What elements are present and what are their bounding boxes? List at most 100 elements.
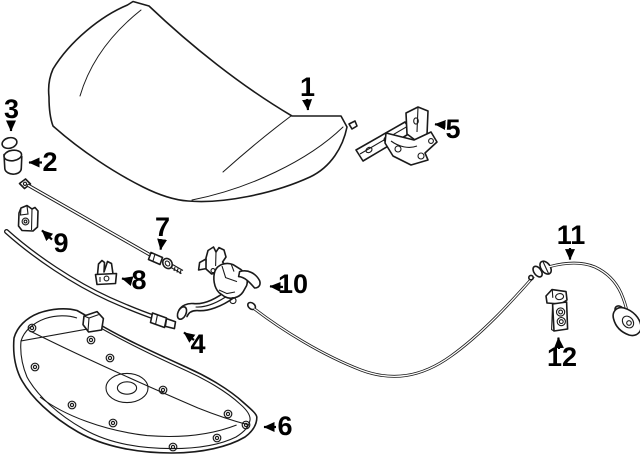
callout-4: 4 bbox=[183, 329, 206, 359]
hinge-hook bbox=[348, 120, 358, 130]
support-rod-tip bbox=[164, 317, 177, 330]
retainer-bolt-hole bbox=[164, 260, 171, 267]
pad-vent-ring-outer bbox=[105, 372, 149, 404]
callout-12-arrow bbox=[553, 337, 564, 350]
callout-11-label: 11 bbox=[557, 220, 586, 250]
cable-line-left-highlight bbox=[253, 275, 535, 377]
callout-4-label: 4 bbox=[190, 329, 205, 359]
rod-end-cylinder bbox=[147, 251, 164, 266]
hinge-base-hole-1 bbox=[394, 145, 402, 153]
callout-2: 2 bbox=[28, 147, 58, 177]
callout-5: 5 bbox=[434, 114, 461, 144]
rod-shaft-highlight bbox=[27, 184, 153, 257]
bumper-body bbox=[3, 153, 23, 175]
cable-clip-side bbox=[551, 303, 555, 332]
pad-notch-edge bbox=[83, 314, 99, 332]
callout-3: 3 bbox=[4, 94, 19, 132]
callout-8-arrow bbox=[121, 276, 134, 287]
callout-12-label: 12 bbox=[547, 342, 577, 372]
cable-handle-inner bbox=[621, 315, 635, 329]
cable-ferrule-line bbox=[542, 261, 550, 274]
callout-9-arrow bbox=[41, 229, 54, 242]
callout-12: 12 bbox=[547, 337, 577, 372]
rod-clip-edge bbox=[30, 208, 33, 231]
release-cable bbox=[247, 260, 640, 378]
rod-end-cylinder-line bbox=[152, 253, 156, 262]
latch-arm-lower bbox=[186, 296, 235, 318]
cable-clip-hole-2-center bbox=[558, 319, 564, 325]
insulator-pad bbox=[12, 307, 258, 454]
cable-clip-hole-1 bbox=[555, 307, 566, 317]
pad-inner-outline bbox=[20, 315, 251, 450]
callout-10-label: 10 bbox=[278, 269, 308, 299]
rod-clamp bbox=[94, 259, 118, 286]
cable-clip-head-edge bbox=[551, 289, 554, 298]
callout-2-label: 2 bbox=[42, 147, 57, 177]
support-rod-barrel bbox=[149, 312, 168, 329]
rod-clip-hole-center bbox=[23, 219, 28, 224]
rod-top-fitting-hole bbox=[22, 181, 28, 186]
callout-3-label: 3 bbox=[4, 94, 19, 124]
callout-10-arrow bbox=[269, 281, 284, 292]
bumper-grommet bbox=[1, 136, 18, 150]
hood-outline bbox=[47, 0, 348, 203]
callout-7-arrow bbox=[157, 238, 168, 251]
cable-clip bbox=[545, 288, 569, 332]
hood-hinge bbox=[348, 106, 438, 166]
hood-bumper bbox=[3, 149, 23, 175]
pad-grommets bbox=[27, 323, 251, 452]
hood-crease-rear bbox=[222, 115, 292, 173]
cable-line-right-highlight bbox=[548, 262, 628, 312]
hinge-base-hole-2 bbox=[417, 152, 425, 160]
callout-6-label: 6 bbox=[277, 411, 292, 441]
pad-vent-ring-inner bbox=[116, 381, 138, 395]
hood-rod-assembly bbox=[18, 178, 184, 275]
pad-fold-line bbox=[29, 330, 248, 426]
hood-crease-diagonal bbox=[191, 126, 344, 201]
cable-handle-hole bbox=[626, 320, 632, 326]
rod-clip-hole bbox=[21, 217, 30, 226]
support-rod bbox=[4, 229, 177, 330]
callout-8: 8 bbox=[121, 265, 147, 295]
callout-4-arrow bbox=[183, 331, 196, 343]
latch-pivot bbox=[229, 297, 237, 305]
support-rod-highlight bbox=[5, 230, 157, 319]
cable-ferrule-tip bbox=[527, 274, 534, 281]
rod-top-fitting bbox=[18, 178, 32, 190]
callout-10: 10 bbox=[269, 269, 308, 299]
callout-5-arrow bbox=[434, 120, 446, 131]
hinge-strap-hole-1 bbox=[365, 146, 373, 154]
pad-lower-contour bbox=[39, 396, 237, 438]
latch-arm-end bbox=[176, 305, 188, 321]
callout-9-label: 9 bbox=[53, 228, 68, 258]
hood-crease-left bbox=[79, 9, 142, 97]
retainer-bolt-shaft bbox=[170, 264, 184, 275]
callout-7-label: 7 bbox=[155, 212, 170, 242]
callout-5-label: 5 bbox=[445, 114, 460, 144]
cable-clip-eye bbox=[555, 293, 565, 301]
callouts: 1 2 3 4 5 6 7 8 bbox=[4, 72, 585, 441]
support-rod-barrel-line bbox=[154, 314, 159, 325]
pad-notch-block bbox=[82, 310, 105, 333]
callout-7: 7 bbox=[155, 212, 170, 251]
hinge-base-line bbox=[390, 140, 418, 148]
callout-1: 1 bbox=[300, 72, 315, 111]
latch-lever bbox=[237, 270, 261, 289]
cable-clip-hole-1-center bbox=[558, 309, 564, 315]
rod-clip bbox=[17, 204, 39, 232]
latch-bracket-flange bbox=[197, 258, 207, 271]
retainer-bolt-head bbox=[161, 257, 174, 270]
bumper-top bbox=[3, 149, 23, 162]
clamp-base bbox=[94, 272, 118, 286]
callout-9: 9 bbox=[41, 228, 69, 258]
rod-clip-slot bbox=[19, 205, 29, 216]
callout-1-arrow bbox=[302, 98, 313, 111]
hinge-tower-edge bbox=[416, 106, 419, 133]
hinge-tower-hole bbox=[413, 117, 419, 125]
callout-1-label: 1 bbox=[300, 72, 315, 102]
callout-8-label: 8 bbox=[131, 265, 146, 295]
callout-11: 11 bbox=[557, 220, 586, 261]
hood-panel bbox=[47, 0, 348, 203]
